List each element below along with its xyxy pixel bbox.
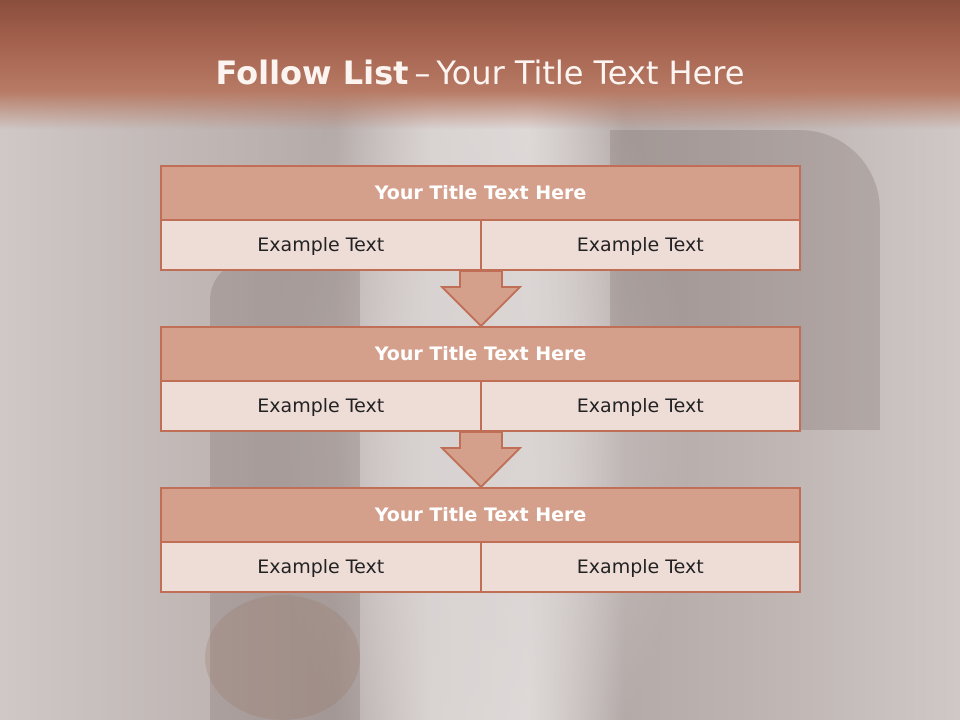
hand-glass-shape bbox=[205, 595, 360, 720]
page-title: Follow List–Your Title Text Here bbox=[0, 54, 960, 92]
block-row: Example Text Example Text bbox=[160, 543, 801, 593]
block-cell-right: Example Text bbox=[481, 382, 801, 432]
down-arrow-icon bbox=[440, 270, 522, 328]
block-cell-right: Example Text bbox=[481, 221, 801, 271]
block-title: Your Title Text Here bbox=[160, 165, 801, 221]
title-rest: Your Title Text Here bbox=[436, 54, 745, 92]
title-bold: Follow List bbox=[215, 54, 409, 92]
title-separator: – bbox=[414, 54, 431, 92]
list-block-3: Your Title Text Here Example Text Exampl… bbox=[160, 487, 801, 593]
list-block-2: Your Title Text Here Example Text Exampl… bbox=[160, 326, 801, 432]
block-row: Example Text Example Text bbox=[160, 382, 801, 432]
block-cell-left: Example Text bbox=[160, 382, 482, 432]
block-title: Your Title Text Here bbox=[160, 487, 801, 543]
block-cell-left: Example Text bbox=[160, 221, 482, 271]
block-row: Example Text Example Text bbox=[160, 221, 801, 271]
down-arrow-icon bbox=[440, 431, 522, 489]
list-block-1: Your Title Text Here Example Text Exampl… bbox=[160, 165, 801, 271]
block-title: Your Title Text Here bbox=[160, 326, 801, 382]
block-cell-right: Example Text bbox=[481, 543, 801, 593]
title-banner bbox=[0, 0, 960, 130]
block-cell-left: Example Text bbox=[160, 543, 482, 593]
